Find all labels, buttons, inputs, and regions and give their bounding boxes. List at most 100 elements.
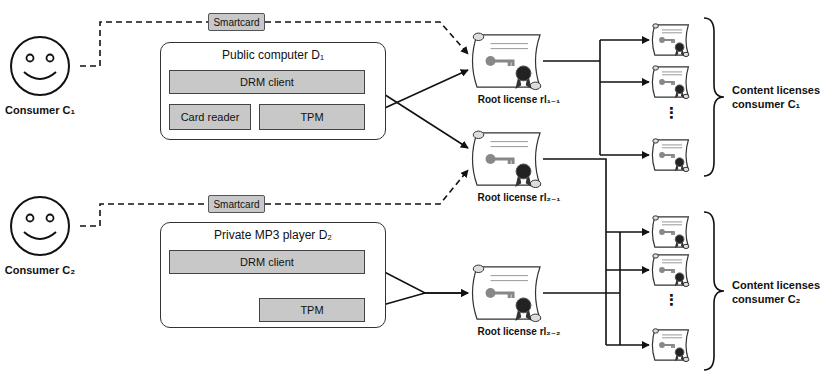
scroll-curl (473, 33, 484, 40)
face-outline (11, 197, 69, 255)
key-symbol (662, 82, 675, 85)
scroll-writing (662, 32, 682, 33)
scroll-paper (652, 330, 688, 360)
scroll-writing (662, 147, 682, 148)
branch-arrow (600, 154, 649, 156)
scroll-paper (652, 140, 688, 170)
component-label: Smartcard (213, 17, 259, 28)
box-node: TPM (259, 298, 365, 322)
box-node: Card reader (169, 104, 251, 130)
seal (675, 85, 684, 94)
key-symbol (491, 293, 515, 298)
key-symbol (491, 61, 515, 66)
content-license-scroll (652, 24, 688, 57)
consumer-label: Consumer C₂ (0, 264, 86, 276)
consumer-label: Consumer C₁ (0, 104, 86, 116)
scroll-writing (662, 259, 682, 260)
scroll-writing (491, 275, 529, 276)
branch-line (543, 292, 620, 294)
branch-arrow (606, 269, 649, 271)
face-eye (27, 55, 34, 62)
scroll-paper (652, 217, 688, 247)
scroll-node: Root license rl₂₋₁ (468, 128, 578, 208)
scroll-writing (662, 224, 682, 225)
seal (516, 298, 531, 313)
ellipsis-mark: ⋮ (664, 291, 679, 309)
license-label: Root license rl₁₋₁ (460, 94, 578, 105)
seal (675, 235, 684, 244)
license-scroll-figure (473, 33, 541, 89)
scroll-curl (473, 131, 484, 138)
scroll-curl (653, 139, 659, 143)
content-license-scroll (652, 254, 688, 287)
scroll-curl (530, 82, 541, 89)
group-brace (704, 18, 724, 176)
box-node: DRM client (169, 250, 365, 274)
branch-line (599, 40, 601, 155)
scroll-writing (662, 74, 682, 75)
scroll-curl (653, 254, 659, 258)
branch-line (543, 60, 600, 62)
face-smile (24, 232, 56, 239)
component-label: DRM client (240, 256, 294, 268)
branch-line (619, 232, 621, 345)
key-symbol (662, 345, 675, 348)
seal (675, 158, 684, 167)
scroll-curl (653, 66, 659, 70)
scroll-writing (491, 48, 529, 49)
group-label: Content licenses consumer C₂ (732, 278, 832, 306)
component-label: TPM (300, 304, 323, 316)
scroll-curl (653, 24, 659, 28)
seal (675, 273, 684, 282)
box-node: TPM (259, 104, 365, 130)
group-brace (704, 212, 724, 370)
card-node: Smartcard (208, 13, 265, 31)
face-smile (24, 72, 56, 79)
scroll-writing (491, 141, 529, 142)
seal (516, 164, 531, 179)
face-eye (47, 55, 54, 62)
key-symbol (662, 232, 675, 235)
face-node: Consumer C₂ (0, 196, 80, 296)
component-label: DRM client (240, 76, 294, 88)
license-scroll (468, 128, 544, 190)
branch-arrow (606, 344, 649, 346)
license-scroll-figure (473, 265, 541, 321)
card-node: Smartcard (208, 195, 265, 213)
license-label: Root license rl₂₋₁ (460, 192, 578, 203)
content-license-scroll (652, 329, 688, 362)
content-license-scroll (652, 216, 688, 249)
scroll-paper (652, 67, 688, 97)
component-label: Smartcard (213, 199, 259, 210)
scroll-curl (653, 216, 659, 220)
scroll-writing (491, 43, 529, 44)
key-symbol (662, 40, 675, 43)
seal (516, 66, 531, 81)
seal (675, 43, 684, 52)
content-license-scroll (652, 139, 688, 172)
box-node: DRM client (169, 70, 365, 94)
scroll-paper (652, 255, 688, 285)
branch-arrow (600, 81, 649, 83)
scroll-curl (473, 265, 484, 272)
license-scroll (468, 30, 544, 92)
component-label: TPM (300, 111, 323, 123)
scroll-curl (530, 180, 541, 187)
group-label: Content licenses consumer C₁ (732, 83, 832, 111)
scroll-writing (662, 144, 682, 145)
face-outline (11, 37, 69, 95)
scroll-paper (473, 133, 541, 185)
scroll-writing (491, 146, 529, 147)
consumer-face (0, 196, 80, 258)
key-symbol (491, 159, 515, 164)
scroll-paper (473, 35, 541, 87)
face-eye (47, 215, 54, 222)
container-node: Public computer D₁DRM clientCard readerT… (160, 42, 386, 140)
license-scroll (468, 262, 544, 324)
face-eye (27, 215, 34, 222)
device-title: Private MP3 player D₂ (161, 228, 385, 242)
consumer-face (0, 36, 80, 98)
scroll-paper (473, 267, 541, 319)
scroll-paper (652, 25, 688, 55)
